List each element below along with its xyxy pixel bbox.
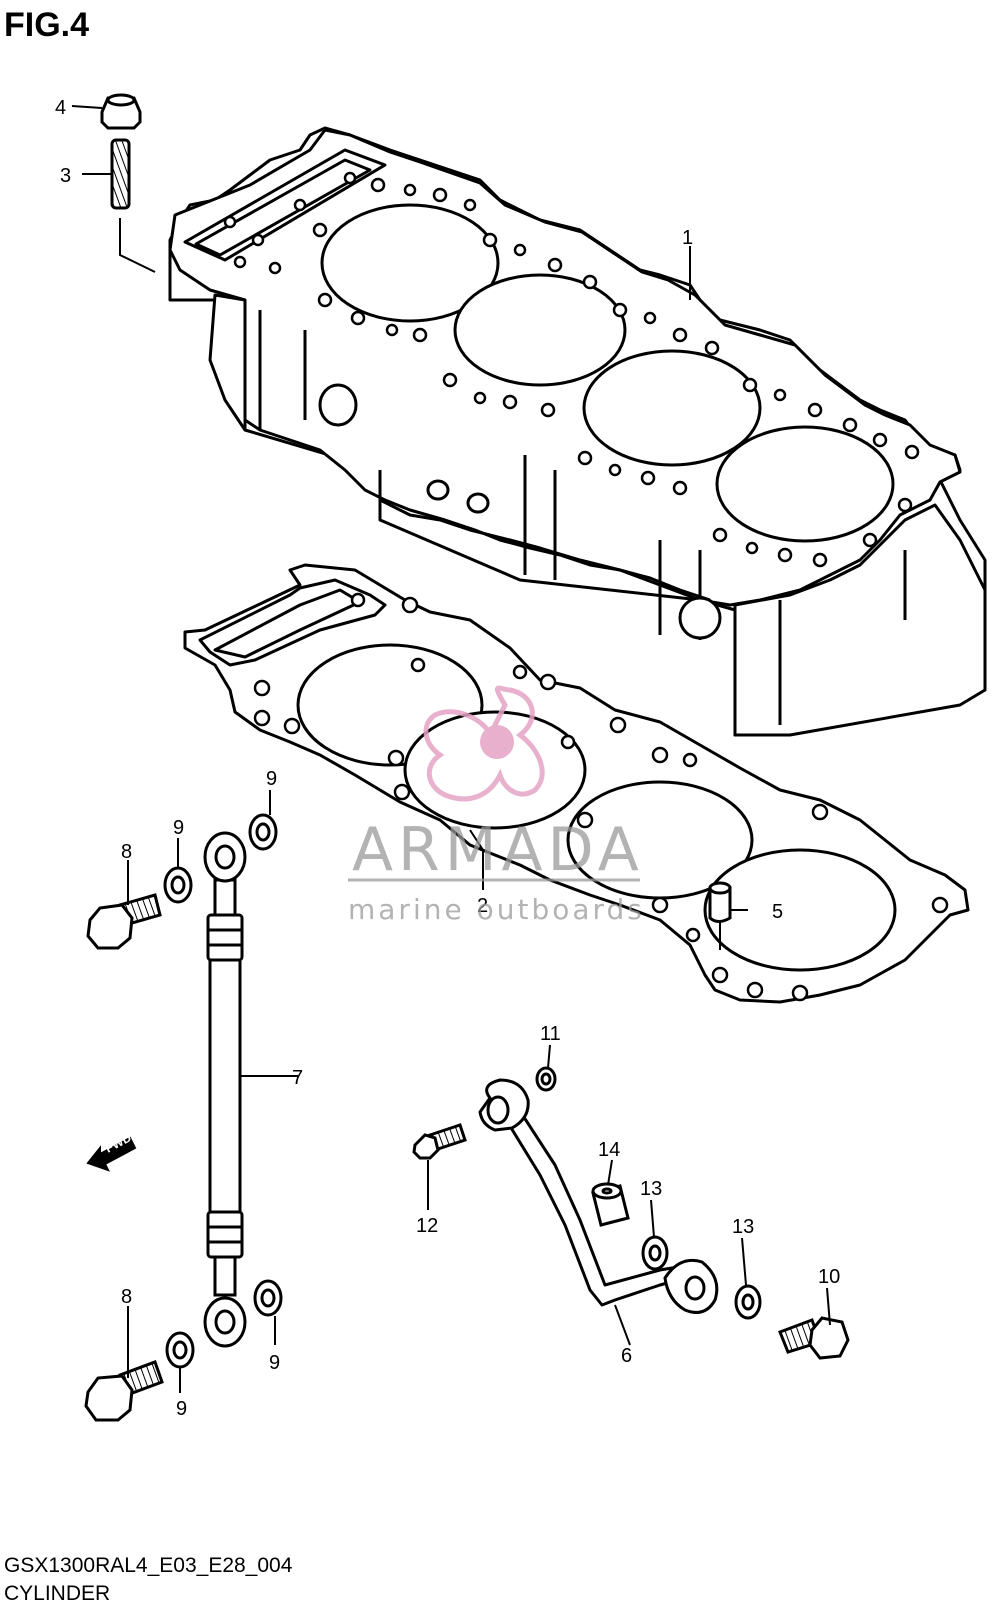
callout-numbers: 1 2 3 4 5 6 7 8 8 9 9 9 9 10 11 12 13 13… bbox=[55, 97, 840, 1420]
logo-hub bbox=[480, 725, 514, 759]
armada-logo bbox=[423, 685, 545, 802]
callout-1: 1 bbox=[682, 227, 693, 249]
callout-13-left: 13 bbox=[640, 1178, 662, 1200]
callout-2: 2 bbox=[477, 895, 488, 917]
callout-12: 12 bbox=[416, 1215, 438, 1237]
callout-11: 11 bbox=[540, 1023, 561, 1045]
forward-direction-arrow: FWD bbox=[86, 1130, 137, 1172]
callout-8-upper: 8 bbox=[121, 841, 132, 863]
callout-3: 3 bbox=[60, 165, 71, 187]
callout-10: 10 bbox=[818, 1266, 840, 1288]
leader-lines bbox=[71, 105, 831, 1393]
callout-9-lower-right: 9 bbox=[269, 1352, 280, 1374]
callout-14: 14 bbox=[598, 1139, 620, 1161]
dowel-pin bbox=[708, 881, 732, 923]
callout-9-top: 9 bbox=[266, 768, 277, 790]
oil-nozzle bbox=[591, 1182, 630, 1227]
logo-propeller bbox=[423, 685, 545, 802]
cylinder-block-holes bbox=[223, 171, 920, 568]
cylinder-gasket-holes bbox=[253, 592, 949, 1002]
oil-pipe bbox=[478, 1078, 719, 1314]
oil-pipe-bolt bbox=[412, 1123, 467, 1160]
callout-6: 6 bbox=[621, 1345, 632, 1367]
callout-9-left: 9 bbox=[173, 817, 184, 839]
callout-9-lower-left: 9 bbox=[176, 1398, 187, 1420]
oil-hose bbox=[203, 831, 247, 1348]
cylinder-block bbox=[168, 126, 987, 737]
watermark-brand: ARMADA bbox=[352, 815, 644, 885]
watermark-tagline: marine outboards bbox=[348, 893, 645, 926]
union-bolt-oil-pipe bbox=[778, 1316, 850, 1360]
union-bolt-lower bbox=[84, 1360, 164, 1422]
cylinder-stud bbox=[110, 138, 131, 210]
callout-4: 4 bbox=[55, 97, 66, 119]
cylinder-gasket bbox=[183, 563, 970, 1004]
diagram-code: GSX1300RAL4_E03_E28_004 bbox=[4, 1554, 293, 1577]
union-bolt-upper bbox=[86, 893, 162, 950]
callout-7: 7 bbox=[292, 1067, 303, 1089]
gasket-washers bbox=[163, 813, 762, 1369]
callout-5: 5 bbox=[772, 901, 783, 923]
figure-title: FIG.4 bbox=[4, 6, 90, 44]
union-bolts bbox=[84, 893, 850, 1422]
diagram-name: CYLINDER bbox=[4, 1582, 111, 1605]
callout-8-lower: 8 bbox=[121, 1286, 132, 1308]
callout-13-right: 13 bbox=[732, 1216, 754, 1238]
cylinder-nut bbox=[100, 93, 142, 130]
